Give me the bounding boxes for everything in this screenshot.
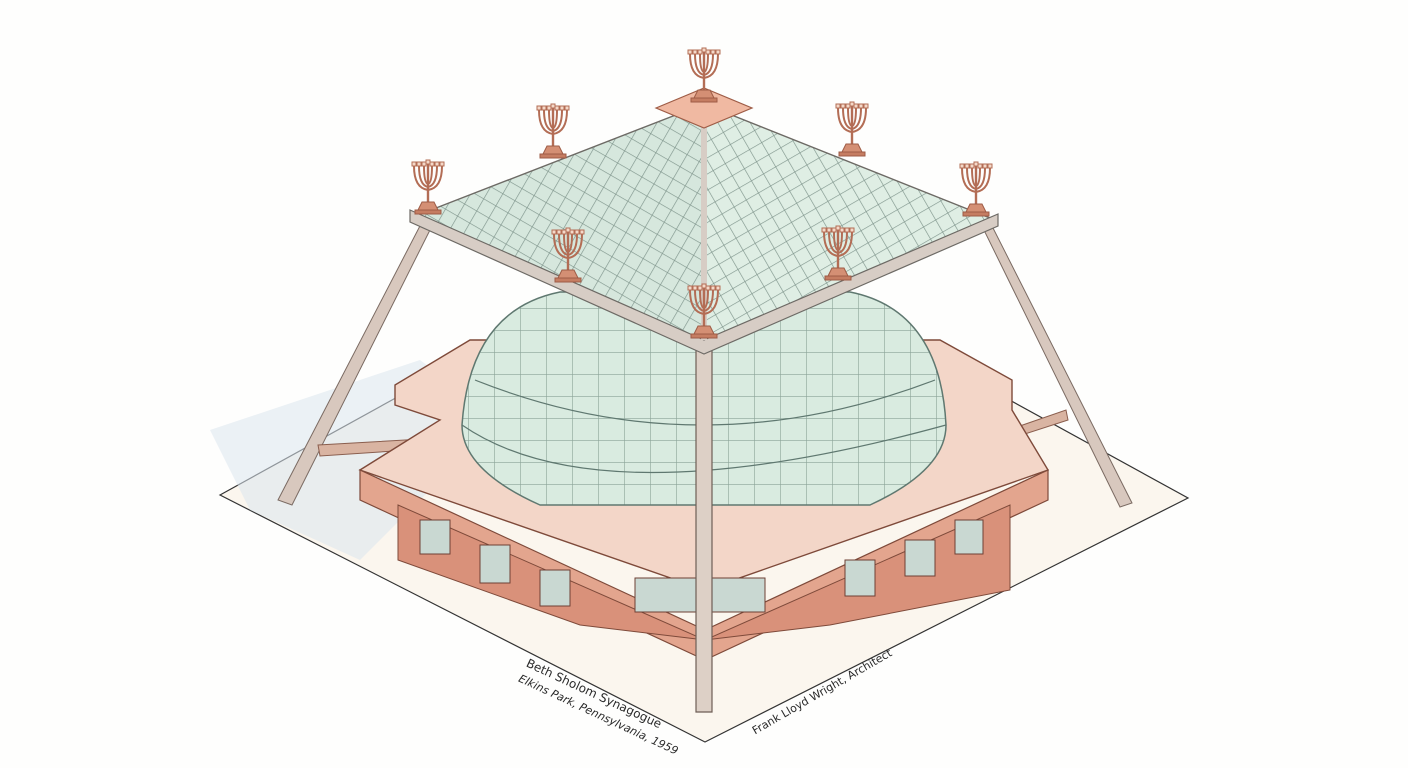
pyramidal-glass-roof	[409, 87, 999, 355]
front-leg	[695, 349, 713, 713]
